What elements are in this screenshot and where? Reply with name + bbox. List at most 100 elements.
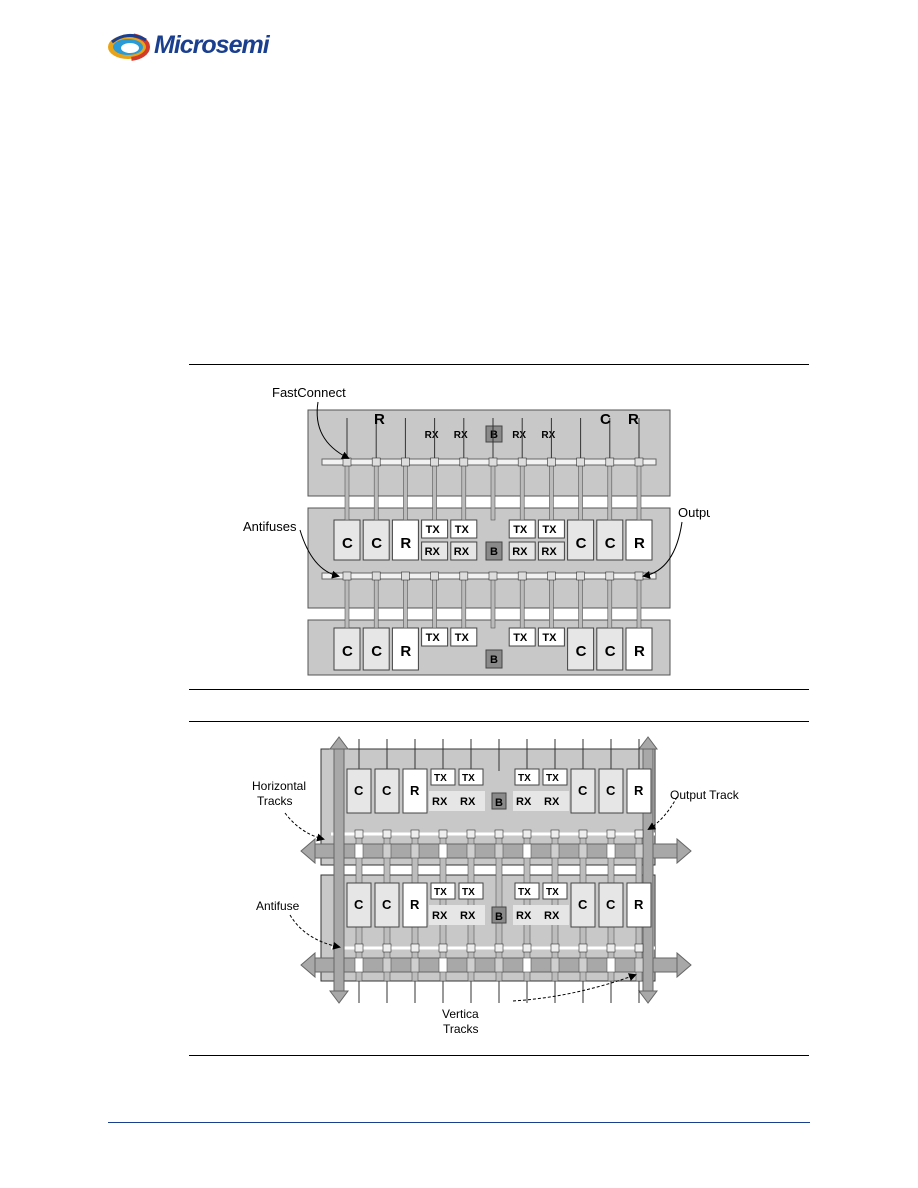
bot-tx-label: TX: [426, 632, 441, 644]
lower-rx-cell: [541, 905, 569, 925]
mid-r-cell: [625, 519, 653, 561]
track-junction: [466, 957, 476, 973]
mid-c-label: C: [576, 535, 587, 552]
lower-rx-label: RX: [516, 910, 532, 922]
antifuse: [606, 829, 616, 839]
lower-rx-cell: [457, 905, 485, 925]
microsemi-logo: Microsemi: [106, 30, 296, 62]
bot-r-label: R: [634, 643, 645, 660]
track-junction: [578, 957, 588, 973]
upper-r-cell: [626, 768, 652, 814]
top-r-label-2: R: [628, 411, 639, 428]
upper-c-label: C: [382, 783, 392, 798]
upper-r-label: R: [410, 783, 420, 798]
fastconnect-vertical-track: [344, 463, 350, 521]
lower-rx-cell: [429, 905, 457, 925]
lower-tx-cell: [430, 882, 456, 900]
antifuse: [494, 829, 504, 839]
upper-c-label: C: [578, 783, 588, 798]
antifuse: [459, 457, 469, 467]
mid-rx-label: RX: [425, 546, 441, 558]
routing-tracks-diagram: CCCCRRTXRXTXRXTXRXTXRXBBTXRXTXRXTXRXTXRX…: [252, 736, 740, 1036]
lower-b-cell: [491, 906, 507, 924]
fastconnect-vertical-track: [373, 577, 379, 629]
lower-r-cell: [626, 882, 652, 928]
figure1-bottom-rule: [189, 689, 809, 690]
vertical-tracks-callout-line: [512, 973, 637, 1002]
upper-rx-cell: [513, 791, 541, 811]
antifuse: [430, 457, 439, 467]
lower-c-label: C: [354, 897, 364, 912]
mid-rx-label: RX: [454, 546, 470, 558]
horizontal-tracks-callout-line: [284, 812, 325, 842]
lower-c-cell: [374, 882, 400, 928]
fastconnect-vertical-track: [578, 463, 583, 521]
upper-tx-cell: [542, 768, 568, 786]
bot-tx-label: TX: [513, 632, 528, 644]
upper-rx-cell: [457, 791, 485, 811]
vertical-side-track: [333, 746, 345, 994]
fastconnect-vertical-track: [519, 577, 525, 629]
antifuse: [578, 829, 588, 839]
horizontal-track-right-arrow: [676, 951, 692, 979]
figure2-bottom-rule: [189, 1055, 809, 1056]
vertical-track-up-arrow: [329, 736, 349, 750]
upper-r-label: R: [634, 783, 644, 798]
track-junction: [382, 957, 392, 973]
lower-rx-label: RX: [460, 910, 476, 922]
upper-rx-cell: [541, 791, 569, 811]
antifuse: [466, 943, 476, 953]
bot-c-label: C: [342, 643, 353, 660]
antifuse: [634, 571, 644, 581]
lower-r-cell: [402, 882, 428, 928]
upper-c-label: C: [606, 783, 616, 798]
upper-c-cell: [598, 768, 624, 814]
bot-r-cell: [391, 627, 419, 671]
upper-tx-label: TX: [462, 773, 475, 784]
track-junction: [578, 843, 588, 859]
bot-c-cell: [333, 627, 361, 671]
antifuse: [382, 829, 392, 839]
fastconnect-vertical-track: [432, 577, 437, 629]
fastconnect-vertical-track: [607, 463, 613, 521]
mid-rx-cell: [450, 541, 478, 561]
lower-rx-label: RX: [432, 910, 448, 922]
track-junction: [494, 843, 504, 859]
mid-b-cell: [485, 541, 503, 561]
fastconnect-callout-line: [316, 401, 350, 459]
lower-rx-cell: [513, 905, 541, 925]
mid-tx-label: TX: [513, 524, 528, 536]
antifuse: [547, 457, 556, 467]
antifuses-label: Antifuses: [243, 519, 297, 534]
lower-c-cell: [346, 882, 372, 928]
lower-b-label: B: [495, 911, 503, 923]
upper-tx-cell: [514, 768, 540, 786]
antifuse: [605, 571, 615, 581]
antifuse: [410, 829, 420, 839]
mid-tx-label: TX: [426, 524, 441, 536]
top-b-label: B: [490, 429, 498, 441]
antifuse: [605, 457, 615, 467]
track-junction: [522, 957, 532, 973]
antifuse: [576, 571, 585, 581]
vertica-label: Vertica: [442, 1007, 479, 1021]
lower-tx-label: TX: [434, 887, 447, 898]
vertical-track-up-arrow: [638, 736, 658, 750]
bot-c-cell: [596, 627, 624, 671]
fastconnect-vertical-track: [344, 577, 350, 629]
upper-rx-cell: [429, 791, 457, 811]
track-junction: [354, 957, 364, 973]
antifuse: [438, 829, 448, 839]
antifuse: [634, 943, 644, 953]
fastconnect-vertical-track: [403, 463, 408, 521]
top-rx-label: RX: [454, 430, 468, 441]
mid-rx-label: RX: [512, 546, 528, 558]
antifuse: [522, 829, 532, 839]
lower-tx-label: TX: [462, 887, 475, 898]
fastconnect-diagram: CCCCRRTXRXTXRXTXRXTXRXBBBTXRXTXRXTXRXTXR…: [243, 385, 710, 676]
bot-tx-label: TX: [455, 632, 470, 644]
fastconnect-vertical-track: [549, 577, 554, 629]
antifuse: [488, 571, 498, 581]
upper-tx-label: TX: [546, 773, 559, 784]
upper-rx-label: RX: [516, 796, 532, 808]
